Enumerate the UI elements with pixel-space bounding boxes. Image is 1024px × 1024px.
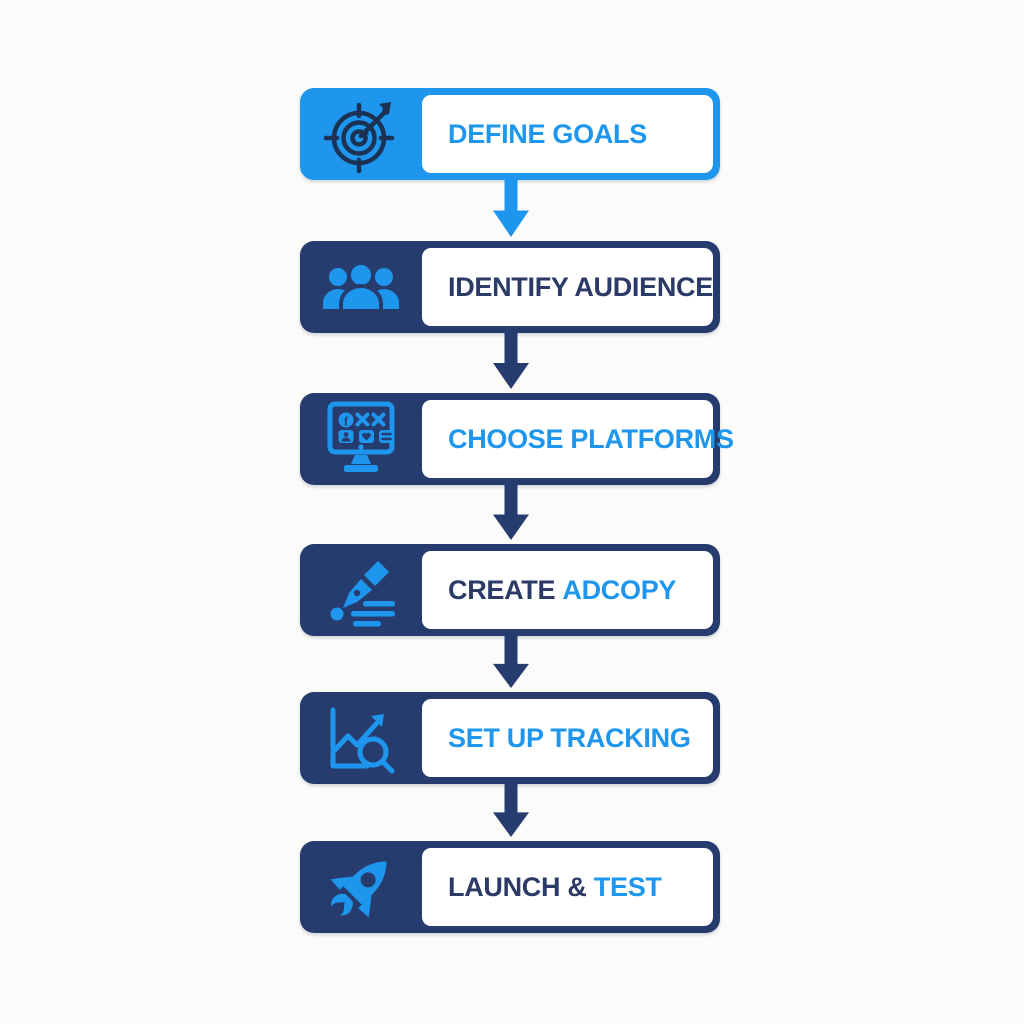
step-label-identify-audience: IDENTIFY AUDIENCE (422, 248, 713, 326)
step-label-text-accent: ADCOPY (562, 574, 677, 605)
audience-people-icon (300, 241, 422, 333)
step-set-up-tracking: SET UP TRACKING (300, 692, 720, 784)
step-label-text: LAUNCH & (448, 871, 594, 902)
pen-writing-icon (300, 544, 422, 636)
step-label-set-up-tracking: SET UP TRACKING (422, 699, 713, 777)
step-create-adcopy: CREATE ADCOPY (300, 544, 720, 636)
step-choose-platforms: f CHOOSE PLATFORMS (300, 393, 734, 485)
flow-arrow-down (493, 485, 529, 540)
step-define-goals: DEFINE GOALS (300, 88, 720, 180)
flow-arrow-down (493, 180, 529, 237)
step-label-text: CHOOSE PLATFORMS (448, 423, 734, 454)
step-label-text: CREATE (448, 574, 563, 605)
svg-text:f: f (344, 414, 349, 429)
analytics-magnifier-icon (300, 692, 422, 784)
step-label-text: SET UP TRACKING (448, 722, 691, 753)
flow-arrow-down (493, 784, 529, 837)
step-label-text: DEFINE GOALS (448, 118, 647, 149)
social-platforms-monitor-icon: f (300, 393, 422, 485)
step-label-text-accent: TEST (593, 871, 662, 902)
step-label-create-adcopy: CREATE ADCOPY (422, 551, 713, 629)
step-label-launch-test: LAUNCH & TEST (422, 848, 713, 926)
target-dart-icon (300, 88, 422, 180)
step-label-text: IDENTIFY AUDIENCE (448, 271, 713, 302)
step-launch-test: LAUNCH & TEST (300, 841, 720, 933)
step-identify-audience: IDENTIFY AUDIENCE (300, 241, 720, 333)
flow-arrow-down (493, 333, 529, 389)
rocket-icon (300, 841, 422, 933)
step-label-choose-platforms: CHOOSE PLATFORMS (422, 400, 734, 478)
step-label-define-goals: DEFINE GOALS (422, 95, 713, 173)
flow-arrow-down (493, 636, 529, 688)
